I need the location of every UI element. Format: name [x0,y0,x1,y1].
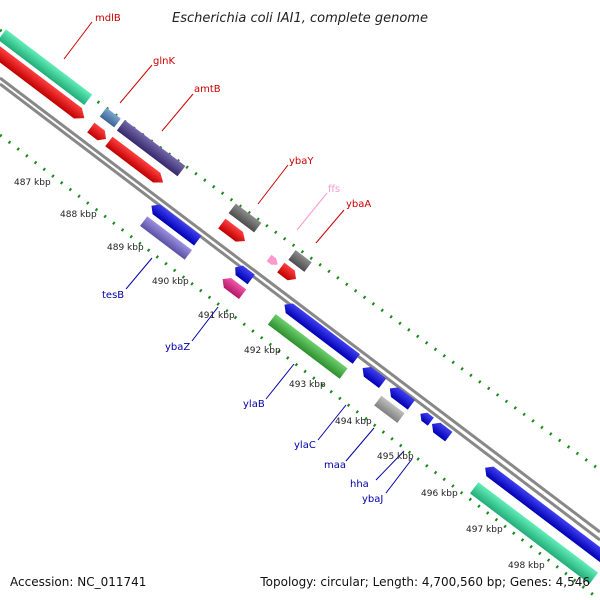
gene-red-4-arrow[interactable] [218,218,248,246]
gene-ylaB-arrow[interactable] [267,314,348,379]
gene-blue-4-arrow[interactable] [386,384,415,410]
accession-text: Accession: NC_011741 [10,575,146,589]
tick-label-493: 493 kbp [289,380,326,390]
gene-green-2-arrow[interactable] [469,482,599,584]
tick-label-489: 489 kbp [107,243,144,253]
gene-label-ybaY[interactable]: ybaY [289,156,314,167]
tick-label-492: 492 kbp [244,346,281,356]
gene-label-maa[interactable]: maa [324,460,346,471]
tick-label-495: 495 kbp [377,452,414,462]
tick-label-488: 488 kbp [60,210,97,220]
gene-ybaZ-arrow[interactable] [219,274,247,300]
gene-label-mdlB[interactable]: mdlB [95,13,121,24]
tick-label-487: 487 kbp [14,178,51,188]
gene-label-ffs[interactable]: ffs [328,184,340,195]
gene-red-3-arrow[interactable] [105,136,166,188]
gene-maa-arrow[interactable] [374,395,405,423]
gene-blue-1-arrow[interactable] [148,201,202,246]
gene-label-tesB[interactable]: tesB [102,290,124,301]
gene-mdlB-arrow[interactable] [0,29,93,105]
forward-callouts [63,21,345,244]
gene-label-ybaA[interactable]: ybaA [346,199,371,210]
tick-labels: 487 kbp 488 kbp 489 kbp 490 kbp 491 kbp … [14,178,545,571]
gene-ybaA-arrow[interactable] [288,250,312,272]
tick-label-496: 496 kbp [421,489,458,499]
tick-label-491: 491 kbp [198,311,235,321]
gene-ybaY-arrow[interactable] [228,203,262,233]
gene-hha-arrow[interactable] [417,410,434,426]
gene-blue-5-arrow[interactable] [482,463,600,564]
gene-label-ybaZ[interactable]: ybaZ [165,342,190,353]
gene-blue-2-arrow[interactable] [232,263,255,285]
gene-glnK-arrow[interactable] [99,107,121,128]
topology-text: Topology: circular; Length: 4,700,560 bp… [259,575,590,589]
tick-label-498: 498 kbp [508,561,545,571]
inner-dotted-rail [0,133,600,600]
gene-red-1-arrow[interactable] [0,46,88,123]
gene-tesB-arrow[interactable] [140,216,192,260]
gene-label-amtB[interactable]: amtB [194,84,221,95]
map-title: Escherichia coli IAI1, complete genome [172,11,428,26]
tick-label-497: 497 kbp [466,525,503,535]
gene-label-ylaB[interactable]: ylaB [243,399,265,410]
gene-ybaJ-arrow[interactable] [428,419,453,442]
gene-label-hha[interactable]: hha [350,479,369,490]
gene-ylaC-arrow[interactable] [359,363,387,389]
gene-label-ybaJ[interactable]: ybaJ [362,494,383,505]
tick-label-490: 490 kbp [152,277,189,287]
gene-ffs-arrow[interactable] [266,254,281,268]
gene-amtB-arrow[interactable] [116,120,186,177]
gene-label-glnK[interactable]: glnK [153,56,175,67]
tick-label-494: 494 kbp [335,417,372,427]
gene-red-5-arrow[interactable] [277,262,299,284]
gene-red-2-arrow[interactable] [87,122,109,144]
gene-blue-3-arrow[interactable] [281,300,360,364]
gene-label-ylaC[interactable]: ylaC [294,440,316,451]
reverse-callouts [125,257,413,494]
